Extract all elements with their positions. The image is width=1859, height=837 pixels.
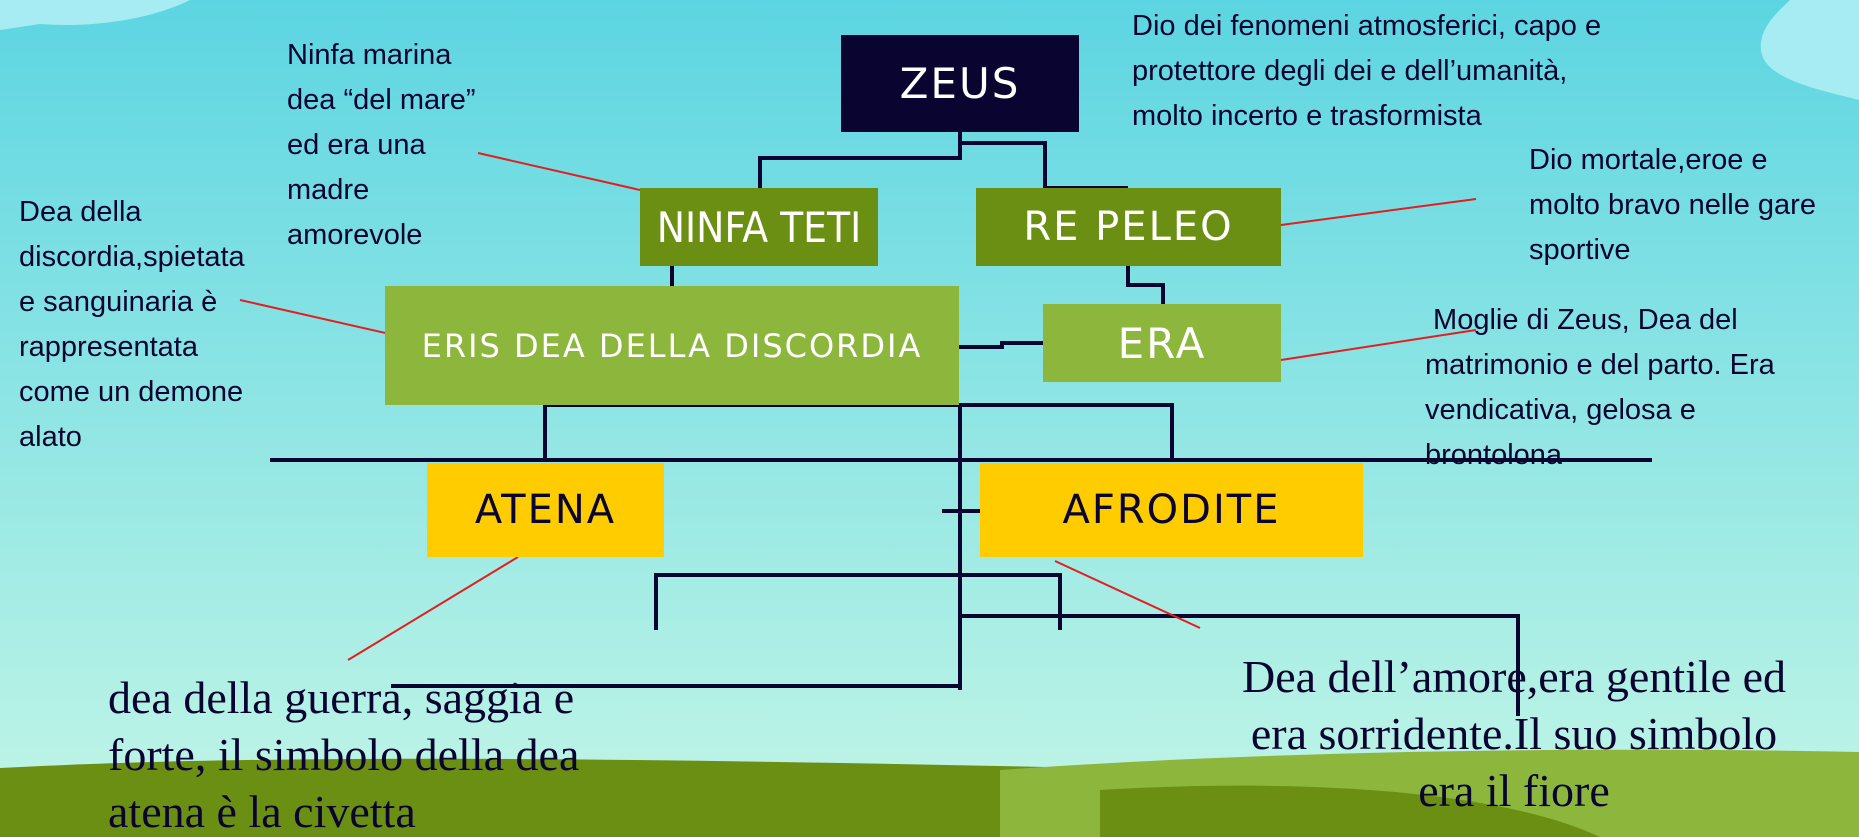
- atena-description-line: dea della guerra, saggia e: [108, 672, 575, 723]
- peleo-description-line: sportive: [1529, 234, 1631, 266]
- eris-description-line: alato: [19, 421, 82, 453]
- eris-description: Dea della discordia,spietata e sanguinar…: [19, 190, 245, 460]
- peleo-description: Dio mortale,eroe e molto bravo nelle gar…: [1529, 138, 1816, 273]
- eris-box: ERIS DEA DELLA DISCORDIA: [385, 286, 959, 405]
- ninfa-teti-box: NINFA TETI: [640, 188, 878, 266]
- atena-description-line: forte, il simbolo della dea: [108, 729, 580, 780]
- peleo-description-line: Dio mortale,eroe e: [1529, 144, 1768, 176]
- era-description: Moglie di Zeus, Dea del matrimonio e del…: [1425, 298, 1775, 478]
- eris-description-line: rappresentata: [19, 331, 198, 363]
- eris-description-line: discordia,spietata: [19, 241, 245, 273]
- cloud-right: [1760, 0, 1859, 100]
- atena-box: ATENA: [427, 463, 664, 557]
- eris-description-line: come un demone: [19, 376, 244, 408]
- teti-description-line: ed era una: [287, 129, 426, 161]
- era-description-line: vendicativa, gelosa e: [1425, 394, 1696, 426]
- eris-description-line: Dea della: [19, 196, 142, 228]
- zeus-description: Dio dei fenomeni atmosferici, capo e pro…: [1132, 4, 1601, 139]
- afrodite-box: AFRODITE: [980, 463, 1363, 557]
- hill-shadow: [1100, 785, 1600, 837]
- era-label: ERA: [1117, 318, 1207, 368]
- peleo-description-line: molto bravo nelle gare: [1529, 189, 1816, 221]
- era-description-line: brontolona: [1425, 439, 1563, 471]
- afrodite-label: AFRODITE: [1062, 487, 1281, 533]
- afrodite-description-line: era sorridente.Il suo simbolo: [1250, 708, 1778, 759]
- era-box: ERA: [1043, 304, 1281, 382]
- era-description-line: Moglie di Zeus, Dea del: [1425, 304, 1738, 336]
- zeus-description-line: molto incerto e trasformista: [1132, 100, 1482, 132]
- zeus-label: ZEUS: [899, 59, 1021, 108]
- atena-description: dea della guerra, saggia e forte, il sim…: [108, 669, 579, 837]
- teti-description-line: dea “del mare”: [287, 84, 476, 116]
- teti-description-line: madre: [287, 174, 370, 206]
- zeus-box: ZEUS: [841, 35, 1079, 132]
- era-description-line: matrimonio e del parto. Era: [1425, 349, 1775, 381]
- zeus-description-line: Dio dei fenomeni atmosferici, capo e: [1132, 10, 1602, 42]
- teti-description-line: Ninfa marina: [287, 39, 452, 71]
- ninfa-teti-label: NINFA TETI: [656, 202, 862, 252]
- afrodite-description-line: Dea dell’amore,era gentile ed: [1241, 651, 1787, 702]
- cloud-left: [0, 0, 190, 30]
- annotation-pointers: [239, 152, 1477, 661]
- zeus-description-line: protettore degli dei e dell’umanità,: [1132, 55, 1568, 87]
- atena-description-line: atena è la civetta: [108, 786, 416, 837]
- eris-label: ERIS DEA DELLA DISCORDIA: [421, 326, 923, 365]
- atena-label: ATENA: [474, 487, 617, 533]
- afrodite-description: Dea dell’amore,era gentile ed era sorrid…: [1183, 648, 1845, 819]
- re-peleo-label: RE PELEO: [1023, 204, 1234, 250]
- afrodite-description-line: era il fiore: [1418, 765, 1610, 816]
- re-peleo-box: RE PELEO: [976, 188, 1281, 266]
- hill-dark: [0, 758, 1100, 837]
- teti-description: Ninfa marina dea “del mare” ed era una m…: [287, 33, 476, 258]
- teti-description-line: amorevole: [287, 219, 423, 251]
- eris-description-line: e sanguinaria è: [19, 286, 218, 318]
